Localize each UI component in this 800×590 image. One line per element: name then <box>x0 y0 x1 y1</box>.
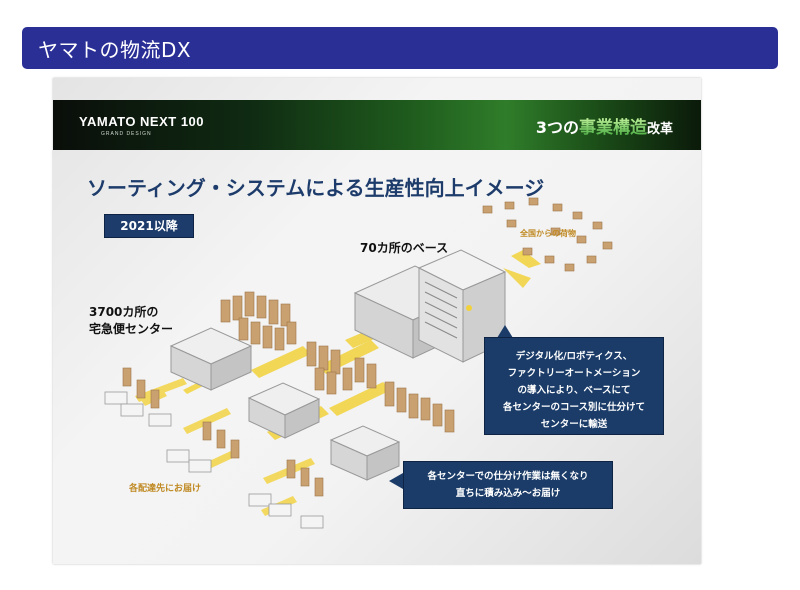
note-line: 各センターのコース別に仕分けて <box>502 402 646 413</box>
delivery-label: 各配達先にお届け <box>129 484 202 494</box>
note-line: 各センターでの仕分け作業は無くなり <box>427 471 589 482</box>
automation-note: デジタル化/ロボティクス、 ファクトリーオートメーション の導入により、ベースに… <box>484 337 664 435</box>
note-line: 直ちに積み込み〜お届け <box>455 488 561 499</box>
note-line: センターに輸送 <box>540 419 608 430</box>
note-pointer <box>389 473 403 489</box>
base-label: 70カ所のベース <box>360 241 449 255</box>
center-building-illustration <box>169 327 401 481</box>
centers-label: 3700カ所の 宅急便センター <box>89 304 173 338</box>
page-title: ヤマトの物流DX <box>38 38 192 62</box>
banner-heading-main: 事業構造 <box>578 118 647 138</box>
yamato-next100-logo: YAMATO NEXT 100 <box>79 114 205 129</box>
slide-image: YAMATO NEXT 100 GRAND DESIGN 3つの事業構造改革 ソ… <box>53 78 701 564</box>
note-line: デジタル化/ロボティクス、 <box>515 351 633 362</box>
logo-subtext: GRAND DESIGN <box>101 131 152 137</box>
banner-heading-prefix: 3つの <box>535 118 579 137</box>
logistics-illustration <box>104 197 613 529</box>
banner-heading-suffix: 改革 <box>646 122 673 137</box>
slide-banner: YAMATO NEXT 100 GRAND DESIGN 3つの事業構造改革 <box>53 100 701 150</box>
year-badge: 2021以降 <box>104 214 194 238</box>
centers-label-line2: 宅急便センター <box>89 322 174 336</box>
note-line: の導入により、ベースにて <box>517 385 631 396</box>
note-pointer <box>497 325 513 338</box>
page-header: ヤマトの物流DX <box>22 27 778 69</box>
incoming-parcels-label: 全国からの荷物 <box>520 229 576 238</box>
center-sorting-note: 各センターでの仕分け作業は無くなり 直ちに積み込み〜お届け <box>403 461 613 509</box>
centers-label-line1: 3700カ所の <box>89 305 159 319</box>
base-building-illustration <box>353 249 507 363</box>
slide-subtitle: ソーティング・システムによる生産性向上イメージ <box>87 176 545 200</box>
banner-heading: 3つの事業構造改革 <box>536 113 673 138</box>
note-line: ファクトリーオートメーション <box>507 368 641 379</box>
